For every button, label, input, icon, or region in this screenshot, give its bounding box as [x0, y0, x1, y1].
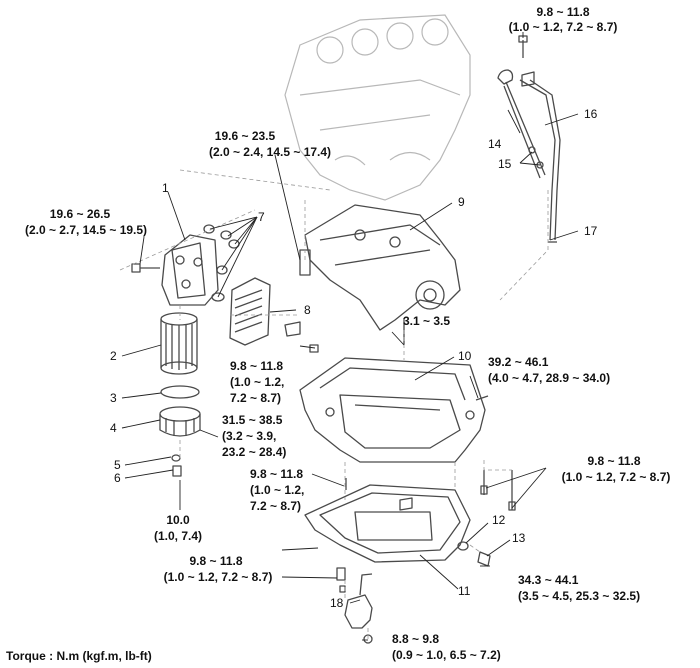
torque-drain-plug-small: 10.0 — [166, 513, 190, 527]
torque-cooler-bolt-units2: 7.2 ~ 8.7) — [230, 391, 281, 405]
part-number-6: 6 — [114, 471, 121, 485]
torque-cooler-bolt: 9.8 ~ 11.8 — [230, 359, 283, 373]
part-number-17: 17 — [584, 224, 598, 238]
torque-filter-cap: 31.5 ~ 38.5 — [222, 413, 283, 427]
torque-filter-housing-bolt-units: (2.0 ~ 2.7, 14.5 ~ 19.5) — [25, 223, 147, 237]
oil-filter-housing — [131, 234, 219, 306]
pan-stud-bolts — [345, 470, 516, 511]
torque-filter-cap-units1: (3.2 ~ 3.9, — [222, 429, 276, 443]
part-number-18: 18 — [330, 596, 344, 610]
part-number-4: 4 — [110, 421, 117, 435]
part-number-8: 8 — [304, 303, 311, 317]
part-number-7: 7 — [258, 210, 265, 224]
torque-strainer-bolt: 8.8 ~ 9.8 — [392, 632, 439, 646]
torque-lower-pan-bottom-units: (1.0 ~ 1.2, 7.2 ~ 8.7) — [164, 570, 273, 584]
part-number-16: 16 — [584, 107, 598, 121]
part-number-9: 9 — [458, 195, 465, 209]
bracket — [284, 321, 319, 353]
torque-drain-plug-units: (3.5 ~ 4.5, 25.3 ~ 32.5) — [518, 589, 640, 603]
torque-block-bolt: 19.6 ~ 23.5 — [215, 129, 276, 143]
part-number-5: 5 — [114, 458, 121, 472]
upper-oil-pan — [299, 357, 489, 463]
part-number-10: 10 — [458, 349, 472, 363]
part-labels: 1 2 3 4 5 6 7 8 9 10 11 12 13 14 15 16 1… — [110, 107, 598, 610]
torque-upper-pan-side-units: (4.0 ~ 4.7, 28.9 ~ 34.0) — [488, 371, 610, 385]
part-number-1: 1 — [162, 181, 169, 195]
torque-lower-pan-bottom: 9.8 ~ 11.8 — [189, 554, 242, 568]
oil-filter-element — [160, 312, 198, 375]
part-number-14: 14 — [488, 137, 502, 151]
torque-stud-bolts-units: (1.0 ~ 1.2, 7.2 ~ 8.7) — [562, 470, 671, 484]
oil-filter-cap — [159, 406, 201, 437]
torque-oil-pump-bolt: 3.1 ~ 3.5 — [403, 314, 450, 328]
cylinder-block — [284, 14, 471, 201]
dipstick-guide-tube — [519, 71, 561, 243]
torque-lower-pan-left: 9.8 ~ 11.8 — [250, 467, 303, 481]
leader-lines — [121, 32, 579, 641]
torque-cooler-bolt-units1: (1.0 ~ 1.2, — [230, 375, 284, 389]
torque-lower-pan-left-units2: 7.2 ~ 8.7) — [250, 499, 301, 513]
torque-drain-plug: 34.3 ~ 44.1 — [518, 573, 579, 587]
lower-oil-pan — [304, 484, 471, 563]
torque-dipstick-top: 9.8 ~ 11.8 — [536, 5, 589, 19]
drain-plug — [457, 541, 491, 567]
dipstick — [497, 69, 546, 179]
torque-stud-bolts: 9.8 ~ 11.8 — [587, 454, 640, 468]
torque-filter-housing-bolt: 19.6 ~ 26.5 — [50, 207, 111, 221]
torque-upper-pan-side: 39.2 ~ 46.1 — [488, 355, 549, 369]
part-number-12: 12 — [492, 513, 506, 527]
torque-unit-note: Torque : N.m (kgf.m, lb-ft) — [6, 649, 152, 663]
assembly-lines — [119, 169, 549, 640]
dipstick-top-bolt — [518, 35, 528, 58]
part-number-11: 11 — [458, 584, 471, 598]
oil-cooler — [229, 277, 271, 346]
part-number-15: 15 — [498, 157, 512, 171]
torque-drain-plug-small-units: (1.0, 7.4) — [154, 529, 202, 543]
torque-dipstick-top-units: (1.0 ~ 1.2, 7.2 ~ 8.7) — [509, 20, 618, 34]
drain-washer-and-plug — [171, 454, 182, 477]
torque-block-bolt-units: (2.0 ~ 2.4, 14.5 ~ 17.4) — [209, 145, 331, 159]
part-number-3: 3 — [110, 391, 117, 405]
part-number-2: 2 — [110, 349, 117, 363]
oil-pump-assembly — [299, 204, 461, 345]
oil-filter-gasket — [160, 385, 200, 399]
part-number-13: 13 — [512, 531, 526, 545]
torque-filter-cap-units2: 23.2 ~ 28.4) — [222, 445, 286, 459]
torque-strainer-bolt-units: (0.9 ~ 1.0, 6.5 ~ 7.2) — [392, 648, 501, 662]
torque-labels: 9.8 ~ 11.8 (1.0 ~ 1.2, 7.2 ~ 8.7) 19.6 ~… — [25, 5, 670, 662]
torque-lower-pan-left-units1: (1.0 ~ 1.2, — [250, 483, 304, 497]
